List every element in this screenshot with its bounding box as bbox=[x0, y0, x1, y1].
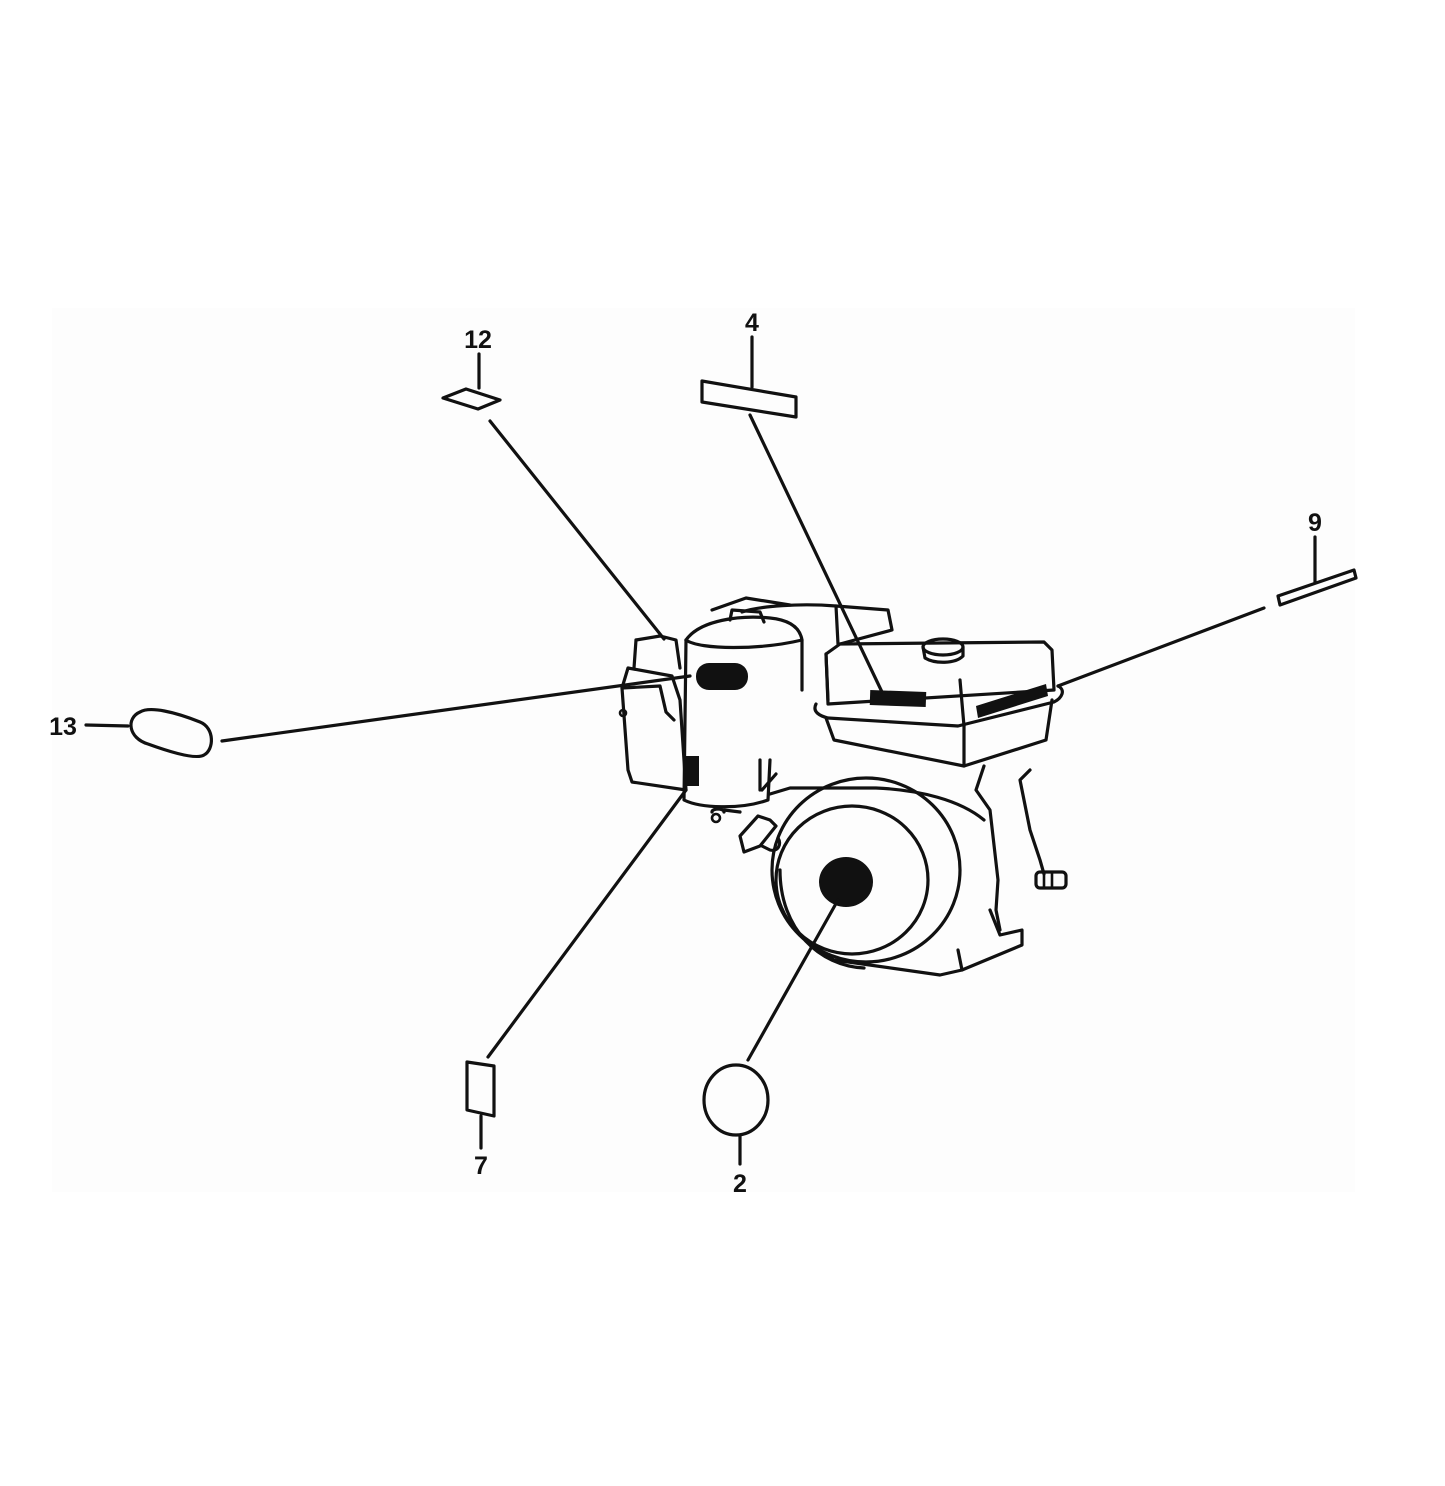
callout-number-7: 7 bbox=[474, 1152, 488, 1180]
callout-number-9: 9 bbox=[1308, 509, 1322, 537]
callout-number-12: 12 bbox=[464, 326, 492, 354]
callout-7[interactable]: 7 bbox=[465, 788, 688, 1180]
part-9-strip-decal bbox=[1276, 568, 1358, 607]
leader-line-2 bbox=[746, 898, 840, 1062]
leader-line-9 bbox=[1056, 606, 1266, 688]
callout-9[interactable]: 9 bbox=[1056, 509, 1358, 688]
part-7-small-rect-decal bbox=[465, 1060, 496, 1118]
callout-13[interactable]: 13 bbox=[49, 674, 692, 759]
callout-number-4: 4 bbox=[745, 309, 759, 337]
part-12-diamond-decal bbox=[441, 387, 502, 411]
engine-illustration bbox=[618, 596, 1068, 977]
callout-number-2: 2 bbox=[733, 1170, 747, 1198]
leader-line-13 bbox=[220, 674, 692, 743]
callout-4[interactable]: 4 bbox=[700, 309, 884, 694]
part-13-oval-decal bbox=[129, 708, 213, 759]
leader-line-7 bbox=[486, 788, 688, 1059]
diagram-panel bbox=[52, 308, 1355, 1192]
part-4-rect-decal bbox=[700, 379, 798, 419]
leader-line-4 bbox=[748, 413, 884, 694]
callout-12[interactable]: 12 bbox=[441, 326, 666, 641]
callout-2[interactable]: 2 bbox=[702, 898, 840, 1198]
leader-line-12 bbox=[488, 419, 666, 641]
callout-number-13: 13 bbox=[49, 713, 77, 741]
part-2-circle-decal bbox=[702, 1063, 770, 1137]
